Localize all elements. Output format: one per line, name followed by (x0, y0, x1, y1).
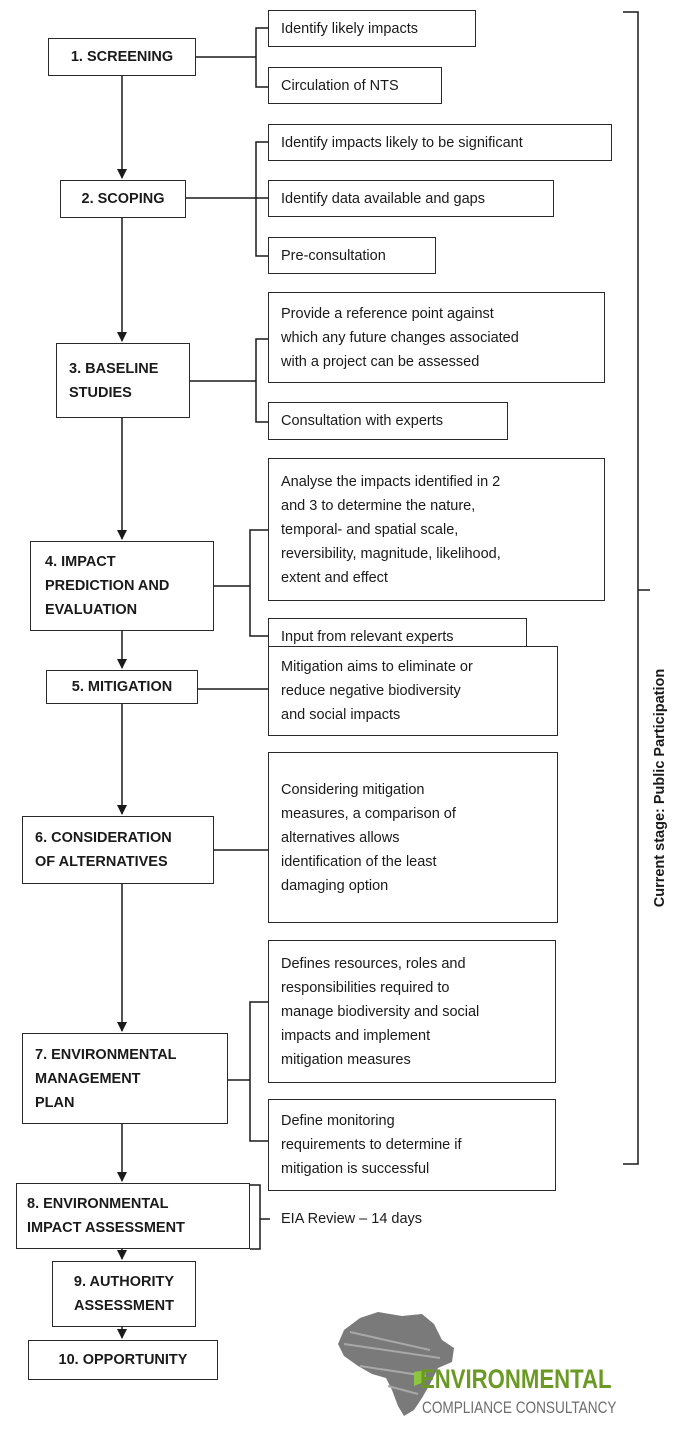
stage-alternatives: 6. CONSIDERATION OF ALTERNATIVES (22, 816, 214, 884)
note-text: Analyse the impacts identified in 2 and … (281, 473, 501, 586)
note-text: Input from relevant experts (281, 629, 454, 645)
accent-swoosh-icon (414, 1370, 426, 1386)
note-baseline-2: Consultation with experts (268, 402, 508, 440)
stage-label: 8. ENVIRONMENTAL IMPACT ASSESSMENT (27, 1196, 185, 1236)
stage-label: 1. SCREENING (70, 49, 174, 65)
stage-label: 6. CONSIDERATION OF ALTERNATIVES (35, 830, 172, 870)
note-scoping-3: Pre-consultation (268, 237, 436, 274)
note-scoping-1: Identify impacts likely to be significan… (268, 124, 612, 161)
note-emp-1: Defines resources, roles and responsibil… (268, 940, 556, 1083)
note-text: Circulation of NTS (281, 77, 399, 94)
stage-label: 5. MITIGATION (71, 679, 173, 695)
note-mitigation-1: Mitigation aims to eliminate or reduce n… (268, 646, 558, 736)
stage-label: 10. OPPORTUNITY (58, 1352, 188, 1368)
note-text: Mitigation aims to eliminate or reduce n… (281, 659, 473, 723)
note-text: Define monitoring requirements to determ… (281, 1113, 462, 1177)
note-text: Provide a reference point against which … (281, 305, 519, 370)
note-emp-2: Define monitoring requirements to determ… (268, 1099, 556, 1191)
stage-label: 3. BASELINE STUDIES (69, 360, 159, 401)
stage-impact-prediction: 4. IMPACT PREDICTION AND EVALUATION (30, 541, 214, 631)
stage-authority-assessment: 9. AUTHORITY ASSESSMENT (52, 1261, 196, 1327)
note-baseline-1: Provide a reference point against which … (268, 292, 605, 383)
stage-opportunity: 10. OPPORTUNITY (28, 1340, 218, 1380)
stage-scoping: 2. SCOPING (60, 180, 186, 218)
company-logo (338, 1312, 454, 1416)
logo-subtitle: COMPLIANCE CONSULTANCY (422, 1398, 617, 1417)
stage-screening: 1. SCREENING (48, 38, 196, 76)
stage-label: 4. IMPACT PREDICTION AND EVALUATION (45, 554, 170, 618)
note-alternatives-1: Considering mitigation measures, a compa… (268, 752, 558, 923)
stage-baseline-studies: 3. BASELINE STUDIES (56, 343, 190, 418)
stage-eia: 8. ENVIRONMENTAL IMPACT ASSESSMENT (16, 1183, 250, 1249)
note-screening-1: Identify likely impacts (268, 10, 476, 47)
eia-review-label: EIA Review – 14 days (281, 1211, 423, 1227)
note-impact-1: Analyse the impacts identified in 2 and … (268, 458, 605, 601)
note-text: Identify likely impacts (281, 20, 418, 37)
logo-title: ENVIRONMENTAL (420, 1364, 612, 1394)
note-scoping-2: Identify data available and gaps (268, 180, 554, 217)
stage-mitigation: 5. MITIGATION (46, 670, 198, 704)
note-text: Consultation with experts (281, 413, 443, 429)
stage-emp: 7. ENVIRONMENTAL MANAGEMENT PLAN (22, 1033, 228, 1124)
note-text: Considering mitigation measures, a compa… (281, 781, 456, 894)
note-text: Defines resources, roles and responsibil… (281, 955, 480, 1068)
africa-map-icon (338, 1312, 454, 1416)
stage-label: 7. ENVIRONMENTAL MANAGEMENT PLAN (35, 1046, 177, 1111)
note-screening-2: Circulation of NTS (268, 67, 442, 104)
note-text: Identify data available and gaps (281, 190, 485, 207)
note-text: Identify impacts likely to be significan… (281, 134, 523, 151)
stage-label: 9. AUTHORITY ASSESSMENT (73, 1274, 175, 1314)
stage-label: 2. SCOPING (81, 191, 165, 207)
note-text: Pre-consultation (281, 247, 386, 264)
